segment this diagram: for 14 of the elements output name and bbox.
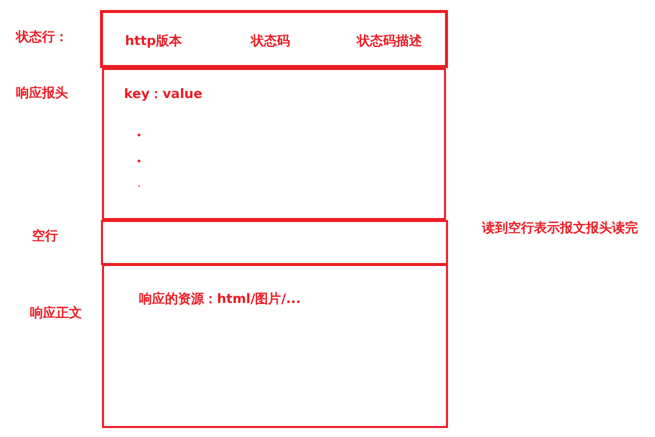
field-label: 状态码描述 (357, 34, 422, 50)
section-box (102, 264, 448, 428)
section-label: 响应报头 (16, 86, 68, 102)
section-label: 响应正文 (30, 306, 82, 322)
section-box (102, 68, 446, 220)
field-label: key：value (124, 87, 202, 103)
section-label: 空行 (32, 229, 58, 245)
empty-row-box (101, 220, 448, 265)
field-label: 状态码 (251, 34, 290, 50)
note-text: 读到空行表示报文报头读完 (482, 221, 638, 237)
field-label: 响应的资源：html/图片/... (139, 292, 301, 308)
field-label: http版本 (125, 34, 182, 50)
section-box (100, 10, 448, 68)
section-label: 状态行： (16, 30, 68, 46)
